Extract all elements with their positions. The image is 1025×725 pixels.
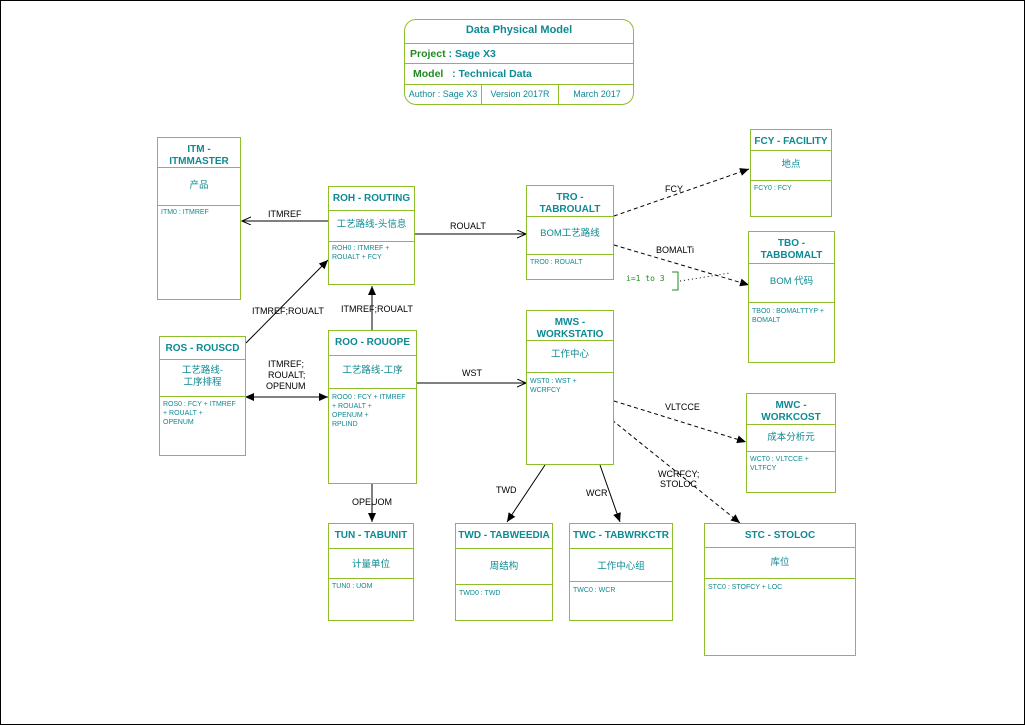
entity-ros[interactable]: ROS - ROUSCD 工艺路线- 工序排程 ROS0 : FCY + ITM… <box>159 336 246 456</box>
link-label-ros-roo-2: ROUALT; <box>268 370 305 380</box>
entity-description: 库位 <box>770 557 790 568</box>
entity-stc[interactable]: STC - STOLOC 库位 STC0 : STOFCY + LOC <box>704 523 856 656</box>
loop-note: i=1 to 3 <box>626 274 665 283</box>
entity-fcy[interactable]: FCY - FACILITY 地点 FCY0 : FCY <box>750 129 832 217</box>
entity-header: STC - STOLOC <box>744 530 816 541</box>
link-tro-fcy <box>613 168 750 217</box>
entity-description: 工艺路线-头信息 <box>336 219 407 230</box>
entity-itm[interactable]: ITM - ITMMASTER 产品 ITM0 : ITMREF <box>157 137 241 300</box>
link-label-ros-roo-1: ITMREF; <box>268 359 304 369</box>
entity-mws[interactable]: MWS - WORKSTATIO 工作中心 WST0 : WST + WCRFC… <box>526 310 614 465</box>
entity-twc[interactable]: TWC - TABWRKCTR 工作中心组 TWC0 : WCR <box>569 523 673 621</box>
link-label-itmref-roualt-ros: ITMREF;ROUALT <box>252 306 324 316</box>
diagram-title: Data Physical Model <box>465 24 573 36</box>
link-label-itmref-roualt-roo: ITMREF;ROUALT <box>341 304 413 314</box>
entity-header: TWD - TABWEEDIA <box>458 530 550 541</box>
version-cell: Version 2017R <box>490 89 550 99</box>
link-mws-mwc <box>613 400 747 444</box>
link-label-fcy: FCY <box>665 184 683 194</box>
entity-header: MWC - WORKCOST <box>761 400 821 423</box>
entity-index: TBO0 : BOMALTTYP + BOMALT <box>752 308 824 324</box>
entity-description: BOM 代码 <box>769 276 814 287</box>
link-label-twd: TWD <box>496 485 517 495</box>
entity-header: ROO - ROUOPE <box>334 337 410 348</box>
entity-index: WST0 : WST + WCRFCY <box>530 378 577 394</box>
entity-index: FCY0 : FCY <box>754 185 792 192</box>
link-mws-twd <box>506 464 546 523</box>
link-mws-stc <box>611 419 741 524</box>
entity-header: TRO - TABROUALT <box>539 192 601 215</box>
entity-description: 产品 <box>189 180 209 191</box>
entity-index: WCT0 : VLTCCE + VLTFCY <box>750 456 809 472</box>
entity-index: ROO0 : FCY + ITMREF + ROUALT + OPENUM + … <box>332 394 406 428</box>
link-label-wcr: WCR <box>586 488 608 498</box>
loop-bracket <box>672 271 679 291</box>
entity-description: 工作中心 <box>550 349 589 360</box>
model-line: Model : Technical Data <box>413 68 532 80</box>
entity-index: TWD0 : TWD <box>459 590 501 597</box>
entity-header: ROH - ROUTING <box>332 193 411 204</box>
entity-roo[interactable]: ROO - ROUOPE 工艺路线-工序 ROO0 : FCY + ITMREF… <box>328 330 417 484</box>
entity-index: ROH0 : ITMREF + ROUALT + FCY <box>332 245 390 261</box>
entity-twd[interactable]: TWD - TABWEEDIA 周结构 TWD0 : TWD <box>455 523 553 621</box>
link-label-stoloc: STOLOC <box>660 479 697 489</box>
entity-description: BOM工艺路线 <box>540 228 600 239</box>
link-label-opeuom: OPEUOM <box>352 497 392 507</box>
entity-description: 计量单位 <box>351 559 390 570</box>
author-cell: Author : Sage X3 <box>408 89 478 99</box>
entity-tbo[interactable]: TBO - TABBOMALT BOM 代码 TBO0 : BOMALTTYP … <box>748 231 835 363</box>
entity-index: ITM0 : ITMREF <box>161 209 209 216</box>
link-mws-twc <box>599 464 621 523</box>
entity-header: FCY - FACILITY <box>754 136 828 147</box>
title-block: Data Physical Model Project : Sage X3 Mo… <box>404 19 634 105</box>
entity-header: MWS - WORKSTATIO <box>536 317 604 340</box>
link-label-roualt: ROUALT <box>450 221 486 231</box>
entity-index: STC0 : STOFCY + LOC <box>708 584 783 591</box>
entity-description: 工艺路线-工序 <box>342 365 403 376</box>
link-label-bomalti: BOMALTi <box>656 245 694 255</box>
entity-description: 工艺路线- 工序排程 <box>181 365 224 388</box>
link-label-vltcce: VLTCCE <box>665 402 700 412</box>
entity-description: 周结构 <box>489 561 519 572</box>
entity-index: TRO0 : ROUALT <box>530 259 583 266</box>
entity-description: 成本分析元 <box>767 432 815 443</box>
entity-index: TWC0 : WCR <box>573 587 616 594</box>
entity-header: ITM - ITMMASTER <box>169 144 229 167</box>
link-tro-tbo <box>613 244 750 287</box>
entity-roh[interactable]: ROH - ROUTING 工艺路线-头信息 ROH0 : ITMREF + R… <box>328 186 415 285</box>
project-line: Project : Sage X3 <box>410 48 496 60</box>
link-label-itmref: ITMREF <box>268 209 302 219</box>
entity-header: TWC - TABWRKCTR <box>573 530 669 541</box>
entity-description: 地点 <box>781 159 801 170</box>
date-cell: March 2017 <box>573 89 621 99</box>
link-label-ros-roo-3: OPENUM <box>266 381 306 391</box>
link-ros-roh <box>245 259 329 344</box>
entity-index: ROS0 : FCY + ITMREF + ROUALT + OPENUM <box>163 401 236 426</box>
entity-mwc[interactable]: MWC - WORKCOST 成本分析元 WCT0 : VLTCCE + VLT… <box>746 393 836 493</box>
entity-header: TBO - TABBOMALT <box>760 238 823 261</box>
entity-index: TUN0 : UOM <box>332 583 373 590</box>
entity-header: ROS - ROUSCD <box>165 343 240 354</box>
entity-description: 工作中心组 <box>597 561 645 572</box>
entity-header: TUN - TABUNIT <box>334 530 408 541</box>
link-label-wcrfcy: WCRFCY; <box>658 469 699 479</box>
entity-tun[interactable]: TUN - TABUNIT 计量单位 TUN0 : UOM <box>328 523 414 621</box>
entity-tro[interactable]: TRO - TABROUALT BOM工艺路线 TRO0 : ROUALT <box>526 185 614 280</box>
link-label-wst: WST <box>462 368 482 378</box>
